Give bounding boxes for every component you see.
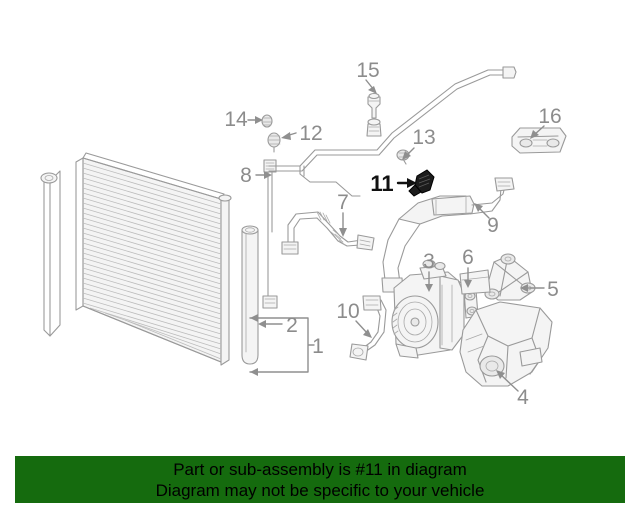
leader-9 — [474, 203, 490, 219]
hose-spring-guard — [316, 211, 346, 246]
cap-fitting-14 — [261, 114, 273, 128]
callout-label-13: 13 — [412, 126, 435, 149]
valve-fitting-12 — [267, 132, 281, 153]
bolt-highlighted-11 — [408, 169, 435, 197]
leader-8 — [255, 171, 272, 179]
leader-4 — [496, 370, 519, 392]
callout-label-12: 12 — [299, 122, 322, 145]
callout-label-10: 10 — [336, 300, 359, 323]
leader-1 — [249, 314, 315, 376]
condenser-assembly — [40, 152, 232, 366]
callout-label-9: 9 — [487, 214, 499, 237]
line-boss-13 — [366, 118, 382, 137]
callout-label-5: 5 — [547, 278, 559, 301]
leader-16 — [530, 125, 545, 139]
pressure-switch — [367, 92, 381, 119]
callout-label-8: 8 — [240, 164, 252, 187]
liquid-line-hose — [281, 211, 375, 255]
leader-5 — [520, 284, 545, 292]
callout-label-3: 3 — [423, 250, 435, 273]
condenser-line — [262, 159, 278, 309]
callout-label-14: 14 — [224, 108, 248, 131]
compressor-bracket — [459, 301, 553, 387]
callout-label-4: 4 — [517, 386, 529, 409]
suction-hose — [381, 177, 515, 293]
condenser-fins — [82, 162, 222, 360]
parts-diagram: 1 2 3 4 5 6 7 8 9 10 11 12 13 14 15 16 — [40, 59, 567, 409]
line-clamp-bracket — [511, 127, 567, 154]
upper-refrigerant-line — [268, 66, 517, 197]
callout-label-2: 2 — [286, 314, 298, 337]
leader-10 — [355, 320, 372, 338]
notice-line-2: Diagram may not be specific to your vehi… — [155, 480, 485, 500]
callout-label-6: 6 — [462, 246, 474, 269]
notice-line-1: Part or sub-assembly is #11 in diagram — [173, 459, 467, 479]
leader-3 — [425, 271, 433, 292]
leader-14 — [247, 116, 263, 124]
leader-6 — [464, 267, 472, 288]
leader-2 — [258, 320, 283, 328]
leader-7 — [339, 212, 347, 237]
leader-11 — [396, 178, 417, 188]
leader-15 — [365, 79, 377, 94]
compressor — [391, 259, 465, 359]
leader-13 — [402, 147, 415, 160]
discharge-hose — [349, 295, 387, 361]
callout-label-16: 16 — [538, 105, 561, 128]
callout-label-1: 1 — [312, 335, 324, 358]
callout-label-11: 11 — [370, 171, 393, 196]
notice-banner: Part or sub-assembly is #11 in diagram D… — [15, 456, 625, 503]
callout-label-15: 15 — [356, 59, 379, 82]
callout-label-7: 7 — [337, 191, 349, 214]
leader-12 — [281, 132, 297, 140]
receiver-drier — [241, 225, 259, 365]
